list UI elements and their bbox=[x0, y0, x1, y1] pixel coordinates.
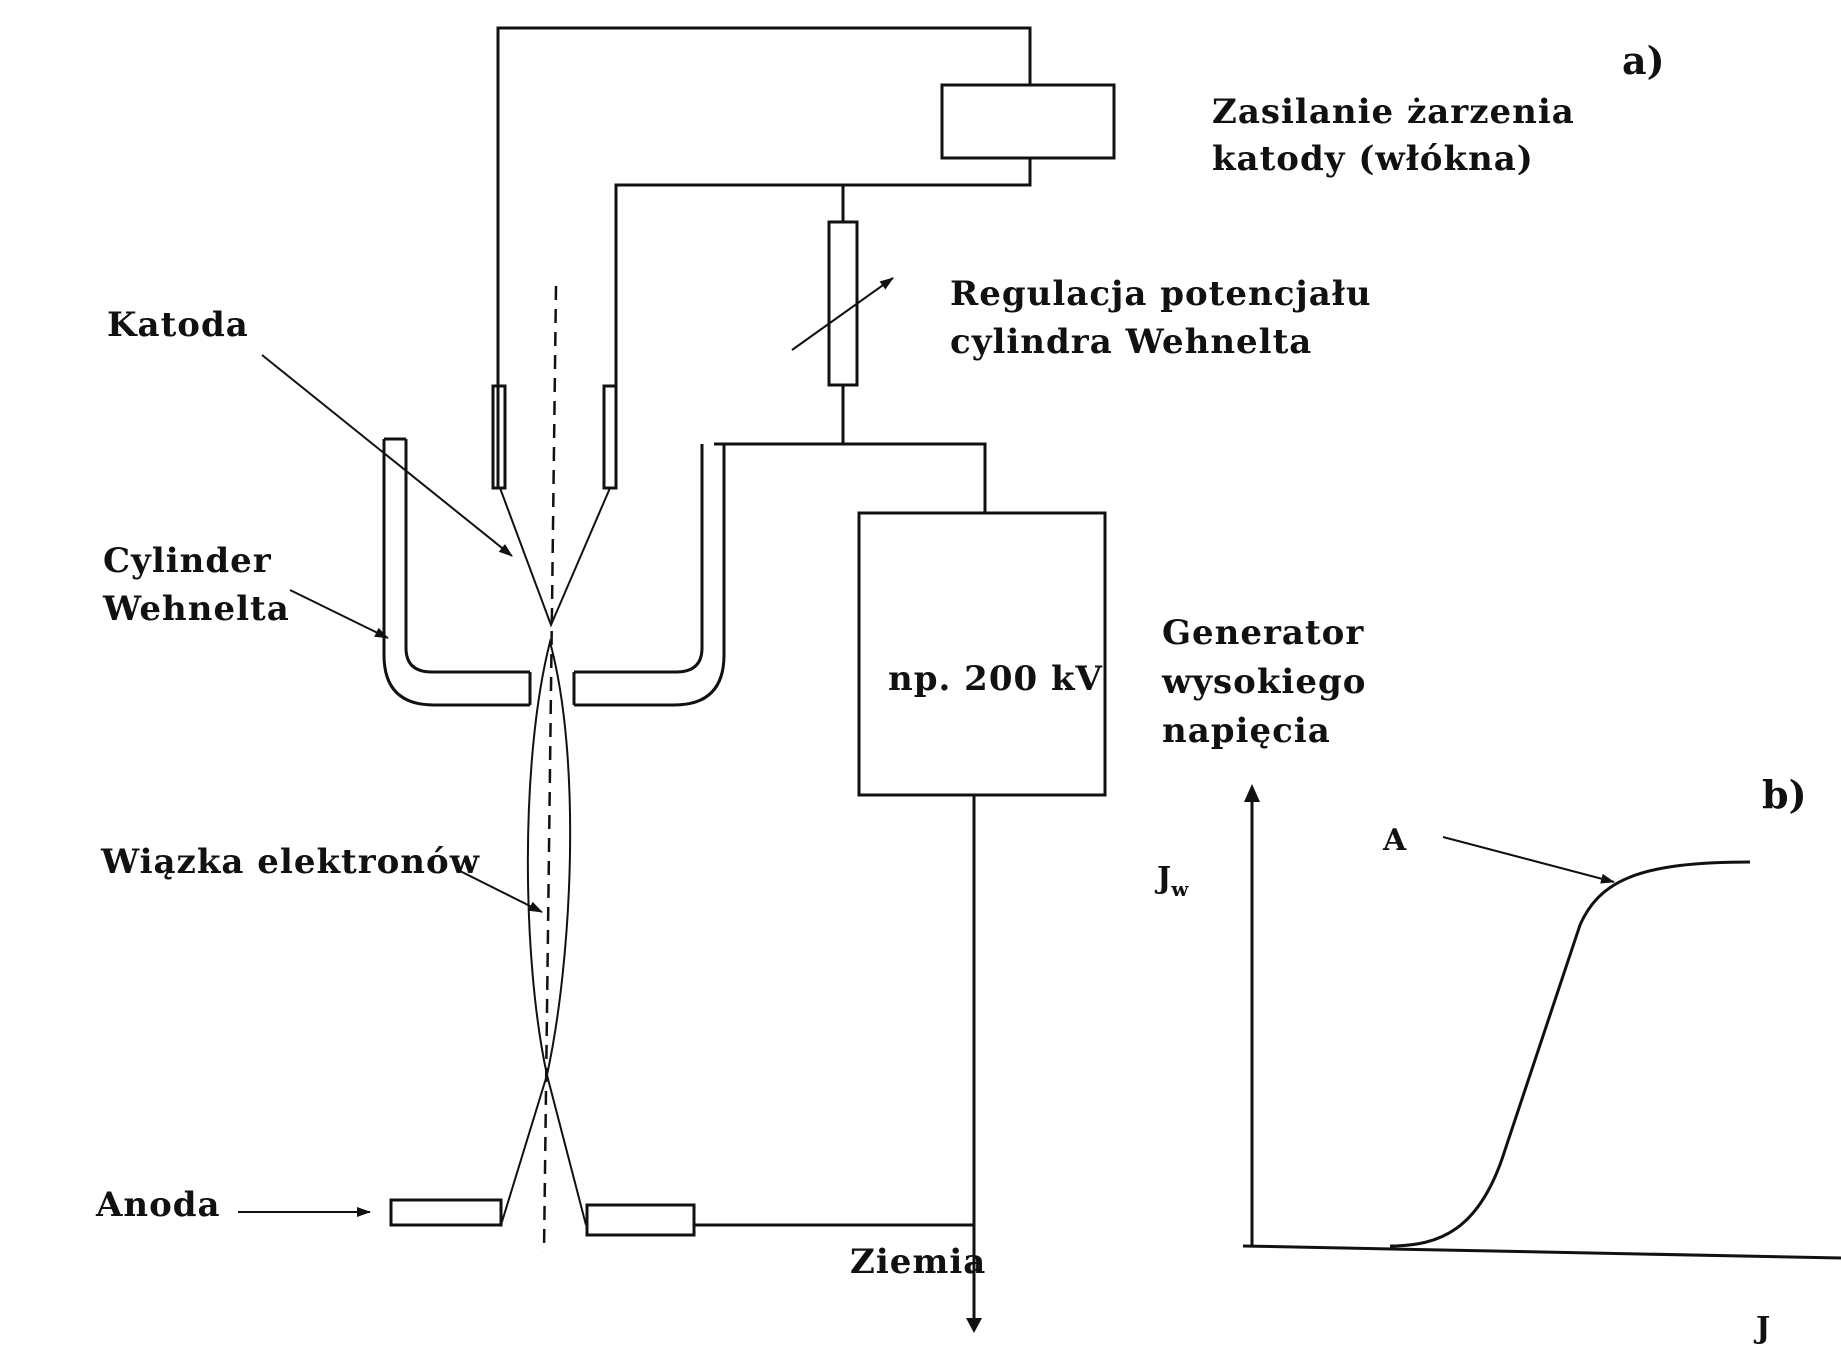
ground-arrow bbox=[966, 1318, 982, 1333]
heater-supply-box bbox=[940, 83, 1116, 160]
wehnelt-label-line1: Cylinder bbox=[103, 541, 272, 581]
anode-label: Anoda bbox=[95, 1185, 221, 1225]
variable-resistor-arrow bbox=[791, 277, 894, 351]
wehnelt-regulation-label-line1: Regulacja potencjału bbox=[950, 274, 1372, 314]
cathode-holder-right bbox=[602, 384, 618, 490]
voltage-label: np. 200 kV bbox=[888, 659, 1103, 699]
y-axis-label: Jw bbox=[1154, 861, 1189, 901]
heater-supply-label-line2: katody (włókna) bbox=[1212, 139, 1534, 179]
anode-plate-left bbox=[389, 1198, 503, 1227]
hv-generator-label-line3: napięcia bbox=[1162, 711, 1331, 751]
hv-generator-label-line2: wysokiego bbox=[1161, 662, 1366, 702]
hv-generator-box bbox=[857, 511, 1107, 797]
cathode-label: Katoda bbox=[107, 305, 249, 345]
wehnelt-pointer bbox=[289, 589, 389, 639]
y-axis-arrowhead bbox=[1244, 784, 1260, 802]
cathode-holder-left bbox=[491, 384, 507, 490]
x-axis bbox=[1242, 1244, 1841, 1260]
cathode-filament bbox=[499, 487, 611, 628]
characteristic-graph bbox=[1242, 784, 1841, 1260]
wehnelt-label-line2: Wehnelta bbox=[102, 589, 290, 629]
cathode-pointer bbox=[261, 354, 513, 557]
panel-a-label: a) bbox=[1622, 38, 1665, 83]
beam-pointer bbox=[457, 869, 543, 913]
panel-b-label: b) bbox=[1762, 772, 1807, 817]
wehnelt-regulation-label-line2: cylindra Wehnelta bbox=[950, 322, 1312, 362]
y-axis-label-main: J bbox=[1154, 861, 1171, 896]
beam-label: Wiązka elektronów bbox=[100, 842, 480, 882]
anode-plate-right bbox=[585, 1203, 696, 1237]
y-axis-label-subscript: w bbox=[1170, 877, 1189, 901]
optical-axis bbox=[542, 285, 558, 1253]
wiring bbox=[496, 26, 1032, 1318]
wehnelt-cylinder bbox=[382, 439, 530, 707]
x-axis-label: J bbox=[1753, 1311, 1770, 1346]
heater-supply-label-line1: Zasilanie żarzenia bbox=[1212, 92, 1575, 132]
point-a-pointer bbox=[1442, 836, 1615, 884]
hv-generator-label-line1: Generator bbox=[1162, 613, 1364, 653]
electron-beam bbox=[526, 638, 572, 1076]
ground-label: Ziemia bbox=[850, 1242, 986, 1282]
characteristic-curve bbox=[1389, 860, 1751, 1248]
variable-resistor bbox=[827, 220, 859, 387]
point-a-label: A bbox=[1382, 823, 1407, 858]
